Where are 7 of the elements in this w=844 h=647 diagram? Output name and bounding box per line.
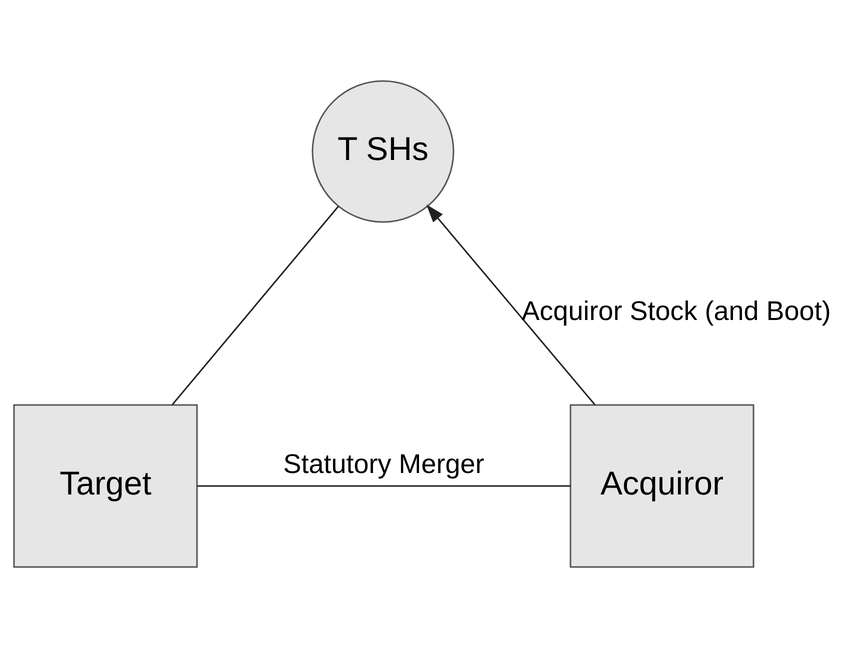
arrow bbox=[426, 204, 596, 405]
connector bbox=[172, 205, 339, 405]
edge-label: Statutory Merger bbox=[283, 448, 484, 479]
edge-label: Acquiror Stock (and Boot) bbox=[522, 296, 831, 326]
connector bbox=[197, 484, 570, 486]
node-box: Target bbox=[13, 404, 198, 568]
node-box: Acquiror bbox=[570, 404, 754, 568]
